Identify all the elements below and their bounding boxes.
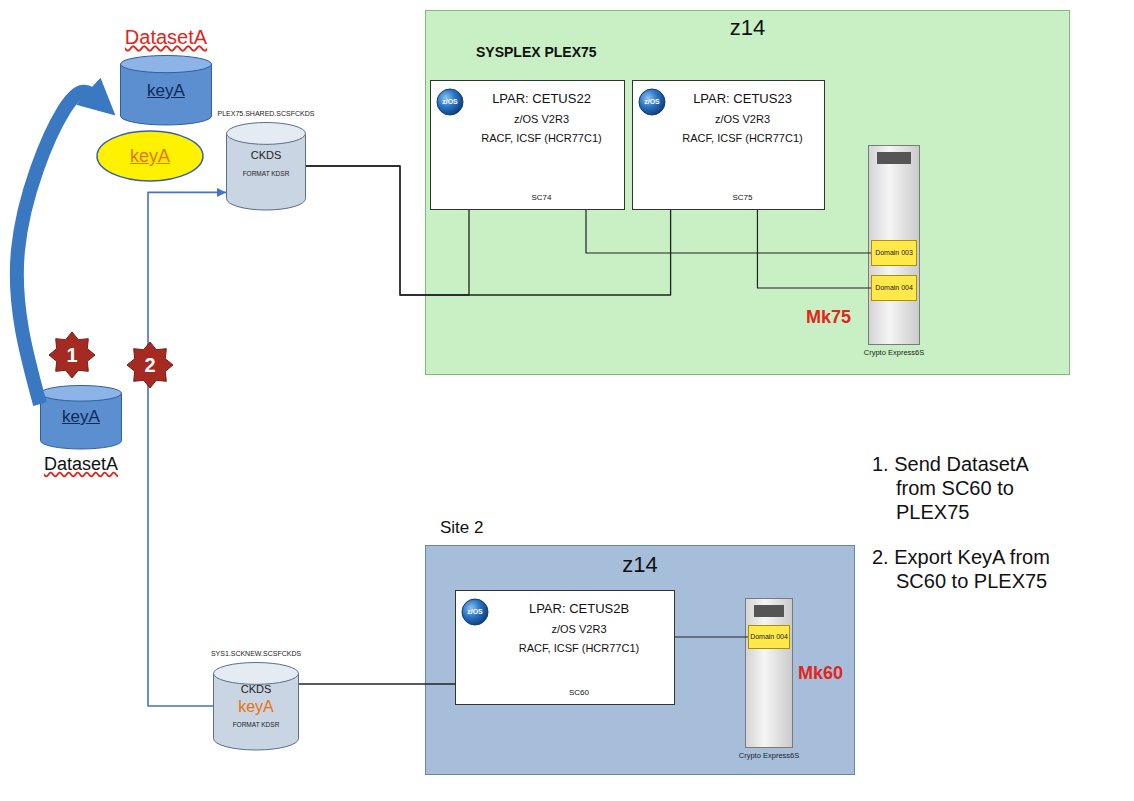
node-text: DatasetA	[125, 25, 207, 49]
star-shape	[127, 342, 173, 388]
dataset-cylinder: keyADatasetA	[40, 385, 122, 449]
crypto-card: Domain 003Domain 004Crypto Express6S	[868, 145, 920, 345]
node-text: DatasetA	[44, 453, 118, 475]
node-text: Site 2	[440, 516, 483, 540]
node-text: z/OS V2R3	[715, 112, 770, 126]
connector	[148, 192, 226, 706]
dataset-cylinder: DatasetAkeyA	[120, 55, 212, 125]
node-text: Crypto Express6S	[739, 751, 799, 761]
icon-circle	[462, 599, 488, 625]
ckds-cylinder: SYS1.SCKNEW.SCSFCKDSCKDSkeyAFORMAT KDSR	[213, 662, 299, 750]
node-text: Domain 003	[875, 249, 913, 257]
cyl-outline	[226, 122, 306, 210]
star-shape	[49, 332, 95, 378]
zos-icon: z/OS	[436, 88, 464, 116]
node-text: SYSPLEX PLEX75	[476, 43, 597, 61]
icon-circle	[639, 89, 665, 115]
master-key-label: Mk75	[806, 306, 851, 328]
zos-icon: z/OS	[461, 598, 489, 626]
domain-slot: Domain 004	[871, 275, 917, 301]
node-text: z14	[730, 15, 765, 41]
node-text: PLEX75.SHARED.SCSFCKDS	[218, 109, 315, 118]
node-text: SC74	[531, 187, 551, 203]
cylinder-top	[227, 123, 306, 145]
domain-slot: Domain 003	[871, 240, 917, 266]
key-highlight: keyA	[96, 130, 204, 182]
node-text: FORMAT KDSR	[233, 720, 280, 729]
step-note-box: 2. Export KeyA from SC60 to PLEX75	[872, 545, 1072, 593]
node-text: FORMAT KDSR	[243, 169, 290, 178]
cylinder-top	[41, 386, 122, 402]
step-star: 2	[127, 342, 173, 388]
connector	[299, 683, 455, 684]
domain-slot: Domain 004	[748, 625, 790, 649]
node-text: keyA	[238, 697, 274, 717]
node-text: z/OS	[467, 608, 483, 616]
site-box: z/OS LPAR: CETUS2B z/OS V2R3RACF, ICSF (HC…	[425, 545, 855, 775]
cylinder-body	[121, 64, 212, 125]
node-text: Domain 004	[750, 633, 788, 641]
node-text: 1	[66, 344, 77, 366]
step-star: 1	[49, 332, 95, 378]
step-note: 1. Send DatasetA from SC60 to PLEX75	[872, 452, 1072, 524]
highlight-ellipse	[97, 131, 203, 181]
connector	[17, 92, 97, 405]
icon-circle	[437, 89, 463, 115]
master-key-label-box: Mk75	[806, 306, 851, 328]
node-text: Crypto Express6S	[864, 348, 924, 358]
node-text: Domain 004	[875, 284, 913, 292]
system-box: z/OS LPAR: CETUS22 z/OS V2R3RACF, ICSF (HC…	[425, 10, 1070, 375]
node-text: z14	[622, 552, 657, 578]
master-key-label: Mk60	[798, 662, 843, 684]
node-text: SYS1.SCKNEW.SCSFCKDS	[211, 649, 301, 658]
node-text: LPAR: CETUS22	[492, 91, 591, 107]
lpar-box: z/OS LPAR: CETUS22 z/OS V2R3RACF, ICSF (HC…	[430, 80, 625, 210]
connector	[675, 636, 748, 637]
cylinder-top	[214, 663, 299, 685]
node-text: LPAR: CETUS23	[693, 91, 792, 107]
ckds-cylinder: PLEX75.SHARED.SCSFCKDSCKDSFORMAT KDSR	[226, 122, 306, 210]
node-text: RACF, ICSF (HCR77C1)	[481, 131, 601, 145]
lpar-box: z/OS LPAR: CETUS2B z/OS V2R3RACF, ICSF (HC…	[455, 590, 675, 705]
cylinder-top	[121, 56, 212, 73]
crypto-card: Domain 004Crypto Express6S	[745, 598, 793, 748]
node-text: RACF, ICSF (HCR77C1)	[519, 641, 639, 655]
node-text: z/OS	[442, 98, 458, 106]
node-text: z/OS V2R3	[514, 112, 569, 126]
node-text: CKDS	[241, 682, 272, 696]
node-text: z/OS V2R3	[551, 622, 606, 636]
node-text: keyA	[130, 145, 170, 167]
step-note: 2. Export KeyA from SC60 to PLEX75	[872, 545, 1072, 593]
cylinder-body	[214, 673, 299, 750]
node-text: z/OS	[644, 98, 660, 106]
step-note-box: 1. Send DatasetA from SC60 to PLEX75	[872, 452, 1072, 524]
node-text: SC75	[732, 187, 752, 203]
lpar-box: z/OS LPAR: CETUS23 z/OS V2R3RACF, ICSF (HC…	[632, 80, 825, 210]
node-text: CKDS	[251, 148, 282, 162]
node-text: LPAR: CETUS2B	[529, 601, 629, 617]
node-text: 2	[144, 354, 155, 376]
node-text: RACF, ICSF (HCR77C1)	[682, 131, 802, 145]
zos-icon: z/OS	[638, 88, 666, 116]
cylinder-body	[41, 393, 122, 449]
cylinder-body	[227, 133, 306, 210]
node-text: keyA	[62, 407, 100, 427]
node-text: keyA	[147, 81, 185, 101]
node-text: SC60	[569, 682, 589, 698]
master-key-label-box: Mk60	[798, 662, 843, 684]
